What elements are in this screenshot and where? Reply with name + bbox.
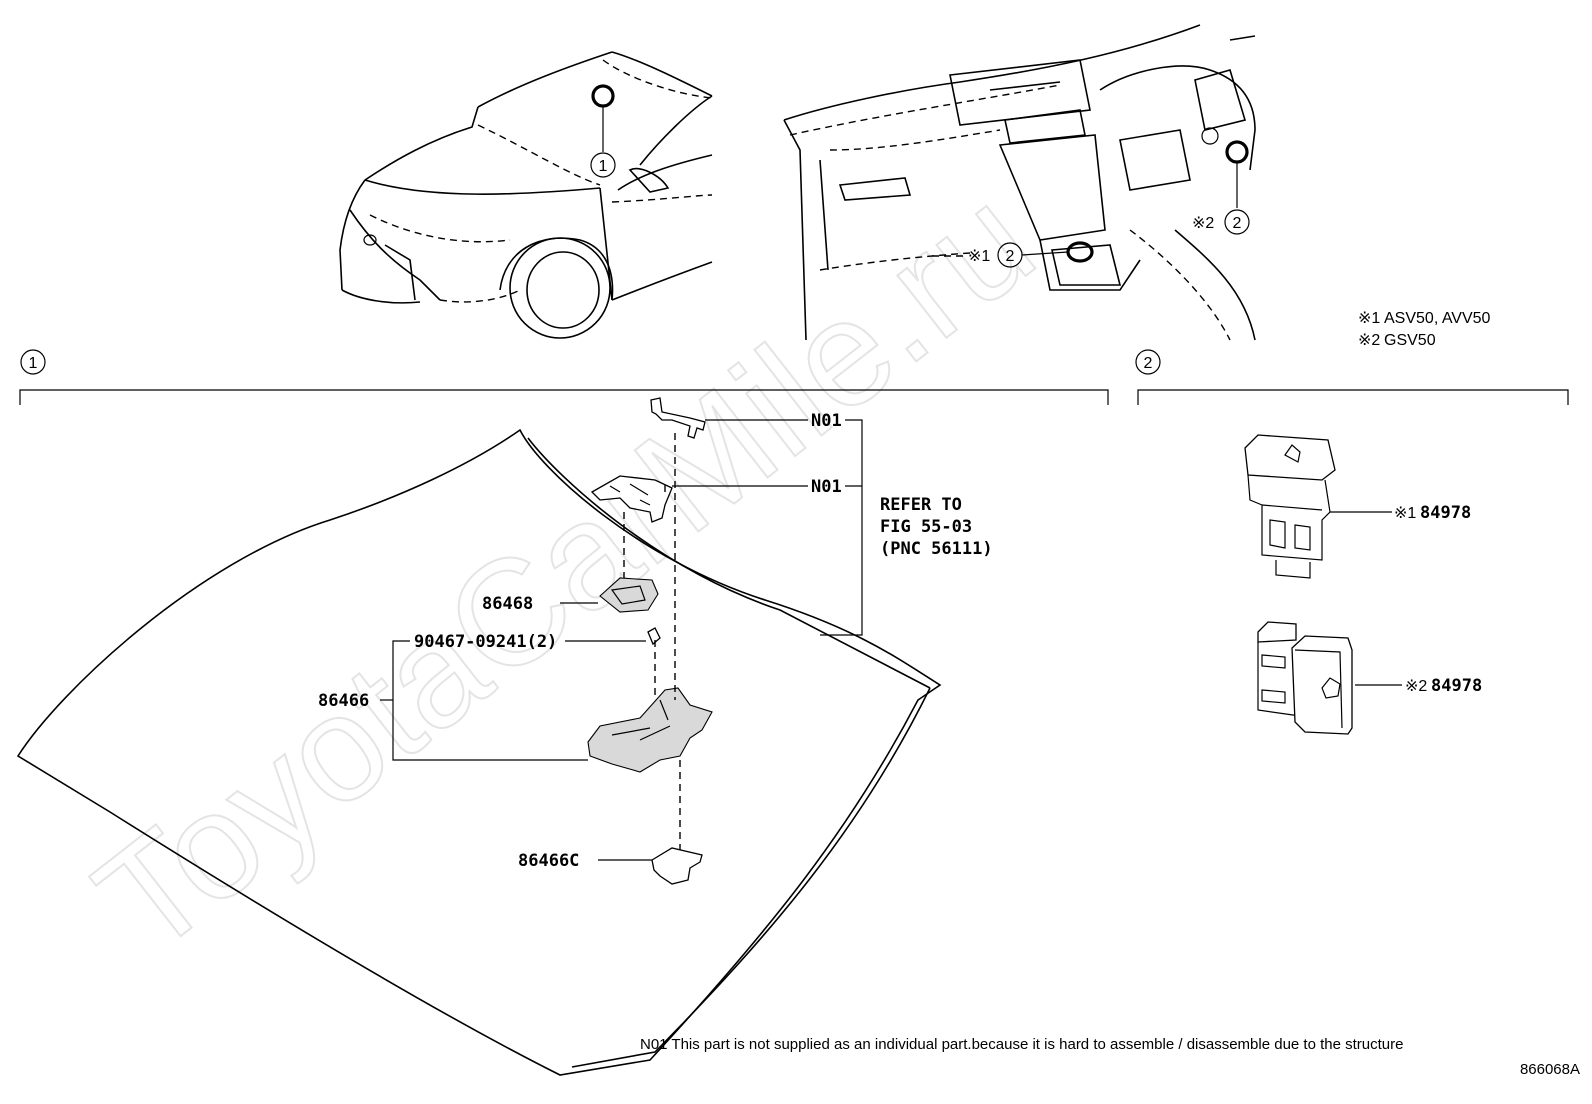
locator-ring-1 [591,84,615,108]
label-86468: 86468 [482,594,533,614]
part-86468 [599,577,659,613]
label-refer-1: REFER TO [880,495,962,515]
legend-mark-2: ※2 [1358,332,1380,349]
callout-car-1: 1 [599,158,608,175]
exploded-parts [380,397,863,885]
section-1-bracket: 1 [19,349,1109,405]
label-refer-2: FIG 55-03 [880,517,972,537]
legend-mark-1: ※1 [1358,310,1380,327]
callout-dash-2a: 2 [1006,248,1015,265]
variant-mark-b: ※2 [1192,215,1214,232]
label-90467: 90467-09241(2) [414,632,557,652]
footnote: N01 This part is not supplied as an indi… [640,1036,1403,1053]
locator-ring-2b [1225,140,1249,164]
car-locator-illustration: 1 [339,51,713,339]
dashboard-locator-illustration: 2 ※1 2 ※2 [783,24,1256,341]
switch-asv50: ※1 84978 [1244,434,1471,579]
section-2-bracket: 2 [1135,349,1569,405]
switch1-mark: ※1 [1394,505,1416,522]
figure-id: 866068A [1520,1061,1580,1078]
callout-dash-2b: 2 [1233,215,1242,232]
legend-text-1: ASV50, AVV50 [1384,310,1491,327]
label-86466c: 86466C [518,851,579,871]
part-n01-bracket-top [650,397,706,439]
switch2-part-number: 84978 [1431,676,1482,696]
part-labels: N01 N01 REFER TO FIG 55-03 (PNC 56111) 8… [318,411,993,871]
label-86466: 86466 [318,691,369,711]
section-1-callout: 1 [29,355,38,372]
switch2-mark: ※2 [1405,678,1427,695]
variant-legend: ※1 ASV50, AVV50 ※2 GSV50 [1358,310,1491,349]
locator-ring-2a [1066,241,1094,263]
label-n01-top: N01 [811,411,842,431]
variant-mark-a: ※1 [968,248,990,265]
label-refer-3: (PNC 56111) [880,539,993,559]
label-n01-mid: N01 [811,477,842,497]
part-86466c [651,847,703,885]
section-2-callout: 2 [1144,355,1153,372]
switch1-part-number: 84978 [1420,503,1471,523]
legend-text-2: GSV50 [1384,332,1436,349]
windshield-outline [16,428,942,1076]
switch-gsv50: ※2 84978 [1257,621,1482,735]
part-86466-cover [587,687,713,773]
part-90467-clip [647,627,661,646]
